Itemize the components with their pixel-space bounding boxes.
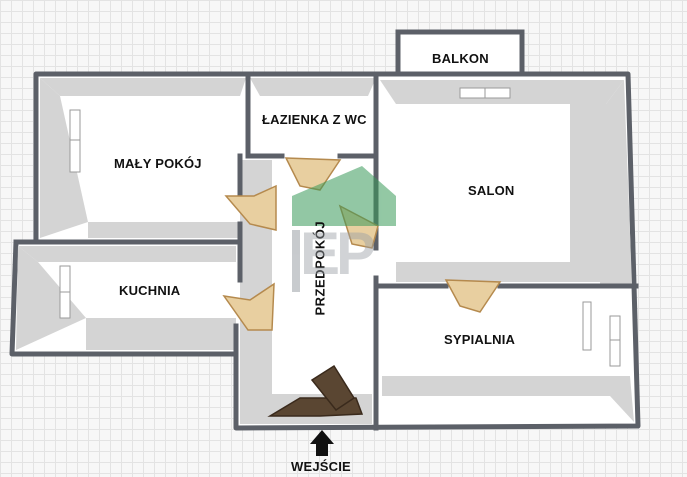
- watermark-logo-text: EP: [300, 220, 376, 287]
- room-label-kuchnia: KUCHNIA: [119, 283, 181, 298]
- entrance-label: WEJŚCIE: [291, 459, 351, 474]
- entrance-arrow-icon: [310, 430, 334, 456]
- window-icon: [59, 87, 621, 367]
- entrance-door-icon: [267, 364, 364, 417]
- room-label-lazienka: ŁAZIENKA Z WC: [262, 112, 367, 127]
- balkon-room: [395, 29, 525, 77]
- room-label-sypialnia: SYPIALNIA: [444, 332, 516, 347]
- room-label-maly-pokoj: MAŁY POKÓJ: [114, 156, 202, 171]
- watermark-logo: [292, 166, 396, 292]
- room-label-salon: SALON: [468, 183, 515, 198]
- room-label-balkon: BALKON: [432, 51, 489, 66]
- interior-walls: [13, 71, 639, 431]
